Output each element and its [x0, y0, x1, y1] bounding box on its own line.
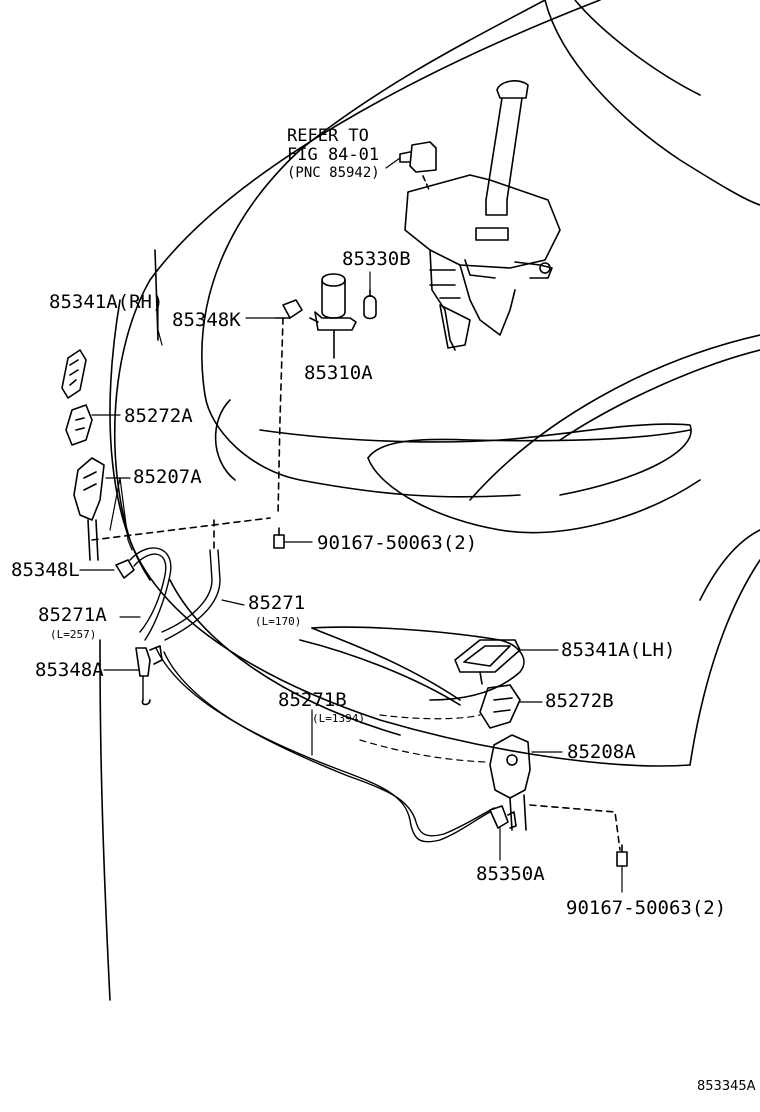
washer-tank [404, 80, 561, 351]
vehicle-body-outline [99, 0, 760, 1001]
level-sensor-ref [385, 141, 437, 193]
figure-code: 853345A [697, 1079, 756, 1094]
rh-nozzle-85207A [73, 457, 271, 561]
part-85271A-label: 85271A [38, 604, 107, 626]
part-85271B-label: 85271B [278, 689, 347, 711]
part-85271B-length: (L=1394) [312, 712, 365, 725]
washer-pump [309, 273, 357, 359]
joint-85348A [103, 645, 163, 706]
part-85208A-label: 85208A [567, 741, 636, 763]
rh-seal-85272A [65, 404, 121, 446]
hose-85271B [155, 647, 495, 843]
dashed-guides [359, 714, 487, 763]
refer-fig-label: FIG 84-01 [287, 145, 380, 165]
part-85271-label: 85271 [248, 592, 306, 614]
part-85348L-label: 85348L [11, 559, 80, 581]
bolt-top [273, 527, 313, 549]
part-90167-top-label: 90167-50063(2) [317, 532, 478, 554]
joint-85348L [79, 559, 135, 579]
refer-pnc-label: (PNC 85942) [287, 165, 380, 181]
lh-cover-85341A [454, 639, 559, 685]
part-85271-length: (L=170) [255, 615, 302, 628]
part-85341A-rh-label: 85341A(RH) [49, 291, 164, 313]
part-85341A-lh-label: 85341A(LH) [561, 639, 676, 661]
part-85207A-label: 85207A [133, 466, 202, 488]
part-85350A-label: 85350A [476, 863, 545, 885]
rh-cover-85341A [61, 299, 163, 399]
part-85310A-label: 85310A [304, 362, 373, 384]
lh-seal-85272B [479, 684, 543, 729]
part-85271A-length: (L=257) [50, 628, 97, 641]
part-85348K-label: 85348K [172, 309, 241, 331]
grommet [363, 271, 377, 320]
joint-85348K [245, 299, 303, 516]
part-85272A-label: 85272A [124, 405, 193, 427]
refer-to-label: REFER TO [287, 126, 369, 146]
bolt-bottom [616, 844, 628, 893]
joint-85350A [489, 805, 517, 861]
part-85272B-label: 85272B [545, 690, 614, 712]
hose-85271A [119, 547, 172, 641]
hose-85271 [161, 519, 245, 641]
part-85348A-label: 85348A [35, 659, 104, 681]
part-85330B-label: 85330B [342, 248, 411, 270]
part-90167-bottom-label: 90167-50063(2) [566, 897, 727, 919]
lower-grille-outline [299, 626, 525, 706]
